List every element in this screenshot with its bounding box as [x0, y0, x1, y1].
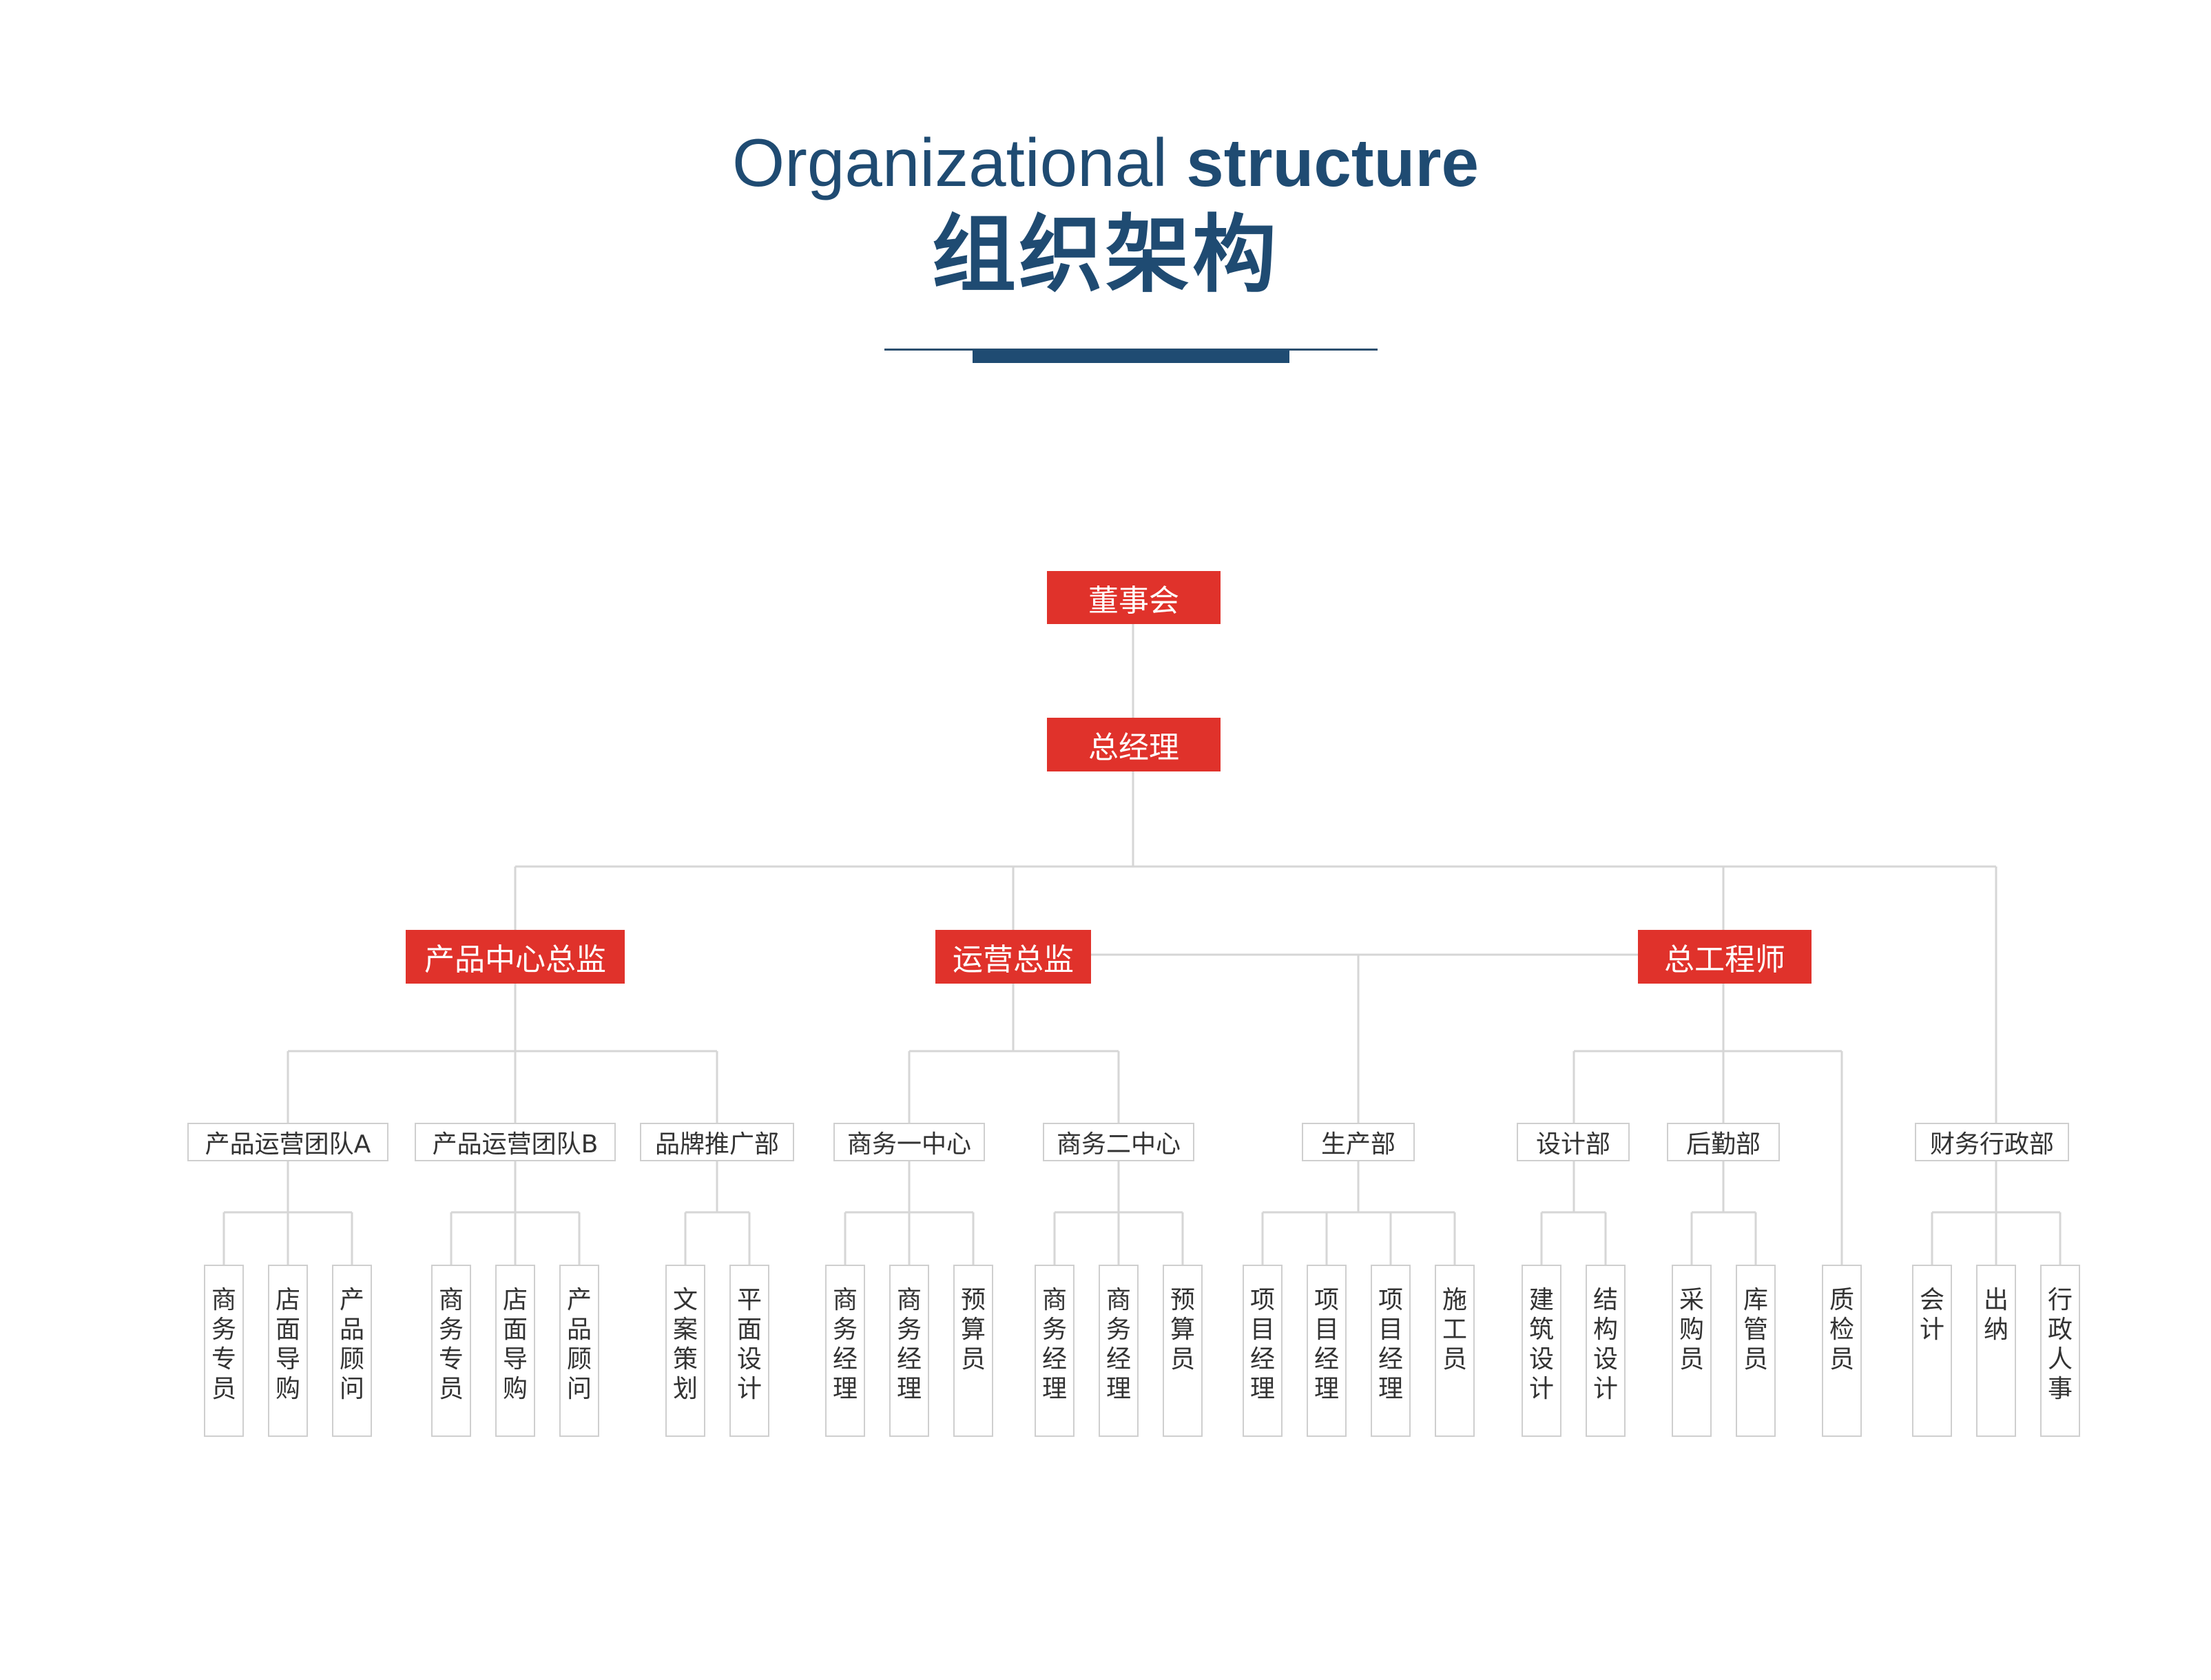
node-role: 结构设计	[1586, 1265, 1626, 1437]
role-label: 店面导购	[275, 1286, 300, 1403]
node-role: 采购员	[1672, 1265, 1712, 1437]
title-divider-thick	[973, 349, 1289, 363]
node-role: 平面设计	[729, 1265, 769, 1437]
node-dept-production: 生产部	[1302, 1123, 1415, 1161]
node-dept-business-center-2: 商务二中心	[1043, 1123, 1194, 1161]
role-label: 商务专员	[211, 1286, 236, 1403]
node-role: 商务经理	[1099, 1265, 1139, 1437]
node-role: 出纳	[1976, 1265, 2016, 1437]
role-label: 会计	[1919, 1286, 1944, 1344]
role-label: 产品顾问	[339, 1286, 364, 1403]
title-english-light: Organizational	[732, 125, 1167, 200]
node-role: 文案策划	[665, 1265, 705, 1437]
node-dept-logistics: 后勤部	[1667, 1123, 1780, 1161]
role-label: 项目经理	[1249, 1286, 1275, 1403]
node-role: 质检员	[1822, 1265, 1862, 1437]
node-role: 商务专员	[204, 1265, 244, 1437]
node-dept-finance-admin: 财务行政部	[1915, 1123, 2069, 1161]
node-role: 店面导购	[268, 1265, 308, 1437]
node-role: 预算员	[953, 1265, 993, 1437]
role-label: 行政人事	[2047, 1286, 2073, 1403]
role-label: 预算员	[960, 1286, 986, 1373]
node-role: 商务经理	[889, 1265, 929, 1437]
node-director-product: 产品中心总监	[406, 930, 625, 984]
node-dept-business-center-1: 商务一中心	[833, 1123, 985, 1161]
role-label: 库管员	[1743, 1286, 1768, 1373]
node-chief-engineer: 总工程师	[1638, 930, 1812, 984]
role-label: 文案策划	[672, 1286, 698, 1403]
node-role: 项目经理	[1371, 1265, 1411, 1437]
role-label: 结构设计	[1592, 1286, 1618, 1403]
node-dept-product-team-b: 产品运营团队B	[415, 1123, 616, 1161]
node-board: 董事会	[1047, 571, 1221, 624]
role-label: 预算员	[1170, 1286, 1195, 1373]
node-director-operations: 运营总监	[935, 930, 1091, 984]
title-chinese: 组织架构	[932, 206, 1279, 304]
node-dept-design: 设计部	[1517, 1123, 1630, 1161]
node-role: 商务经理	[1035, 1265, 1075, 1437]
node-role: 产品顾问	[332, 1265, 372, 1437]
role-label: 商务经理	[1041, 1286, 1067, 1403]
node-role: 预算员	[1163, 1265, 1203, 1437]
node-role: 项目经理	[1243, 1265, 1283, 1437]
role-label: 项目经理	[1378, 1286, 1403, 1403]
role-label: 平面设计	[736, 1286, 762, 1403]
title-english-bold: structure	[1186, 125, 1479, 200]
node-role: 库管员	[1736, 1265, 1776, 1437]
node-role: 店面导购	[495, 1265, 535, 1437]
role-label: 店面导购	[502, 1286, 528, 1403]
role-label: 建筑设计	[1528, 1286, 1554, 1403]
node-dept-product-team-a: 产品运营团队A	[187, 1123, 388, 1161]
node-role: 会计	[1912, 1265, 1952, 1437]
node-general-manager: 总经理	[1047, 718, 1221, 771]
node-role: 建筑设计	[1522, 1265, 1561, 1437]
role-label: 商务经理	[896, 1286, 922, 1403]
role-label: 商务经理	[832, 1286, 858, 1403]
node-role: 产品顾问	[559, 1265, 599, 1437]
role-label: 施工员	[1442, 1286, 1467, 1373]
node-role: 商务经理	[825, 1265, 865, 1437]
role-label: 出纳	[1983, 1286, 2008, 1344]
role-label: 质检员	[1829, 1286, 1854, 1373]
role-label: 项目经理	[1314, 1286, 1339, 1403]
node-dept-brand-promotion: 品牌推广部	[640, 1123, 794, 1161]
role-label: 商务经理	[1106, 1286, 1131, 1403]
role-label: 商务专员	[438, 1286, 464, 1403]
title-english: Organizational structure	[0, 121, 2211, 204]
node-role: 项目经理	[1307, 1265, 1347, 1437]
node-role: 商务专员	[431, 1265, 471, 1437]
node-role: 行政人事	[2040, 1265, 2080, 1437]
role-label: 产品顾问	[566, 1286, 592, 1403]
role-label: 采购员	[1679, 1286, 1704, 1373]
node-role: 施工员	[1435, 1265, 1475, 1437]
